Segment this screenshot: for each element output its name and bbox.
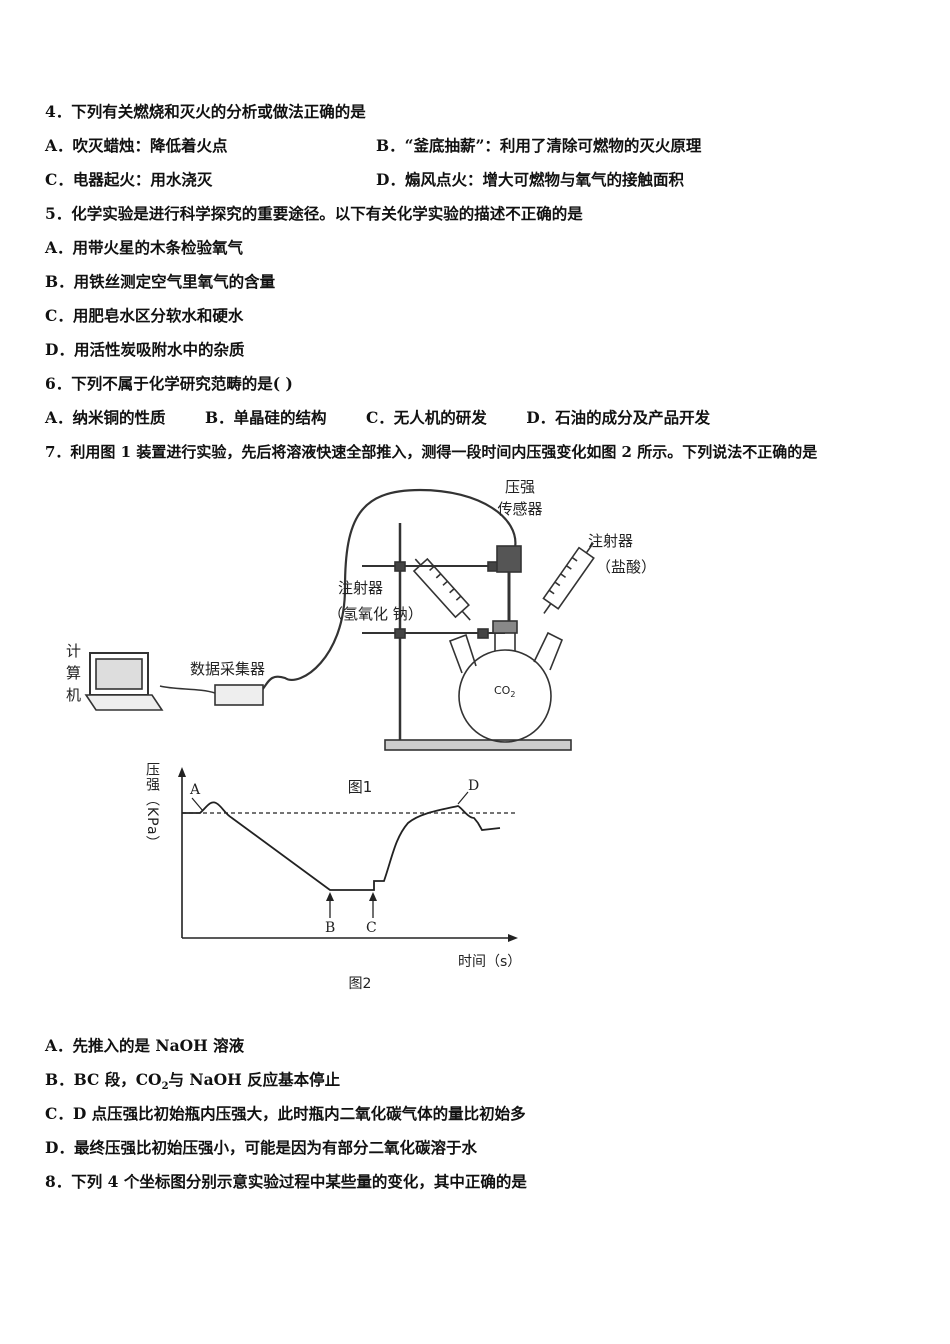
q6-stem: 6．下列不属于化学研究范畴的是( )	[45, 374, 293, 393]
q6-option-b: B．单晶硅的结构	[204, 408, 327, 427]
q4-option-c: C．电器起火：用水浇灭	[45, 170, 213, 189]
q4-option-a: A．吹灭蜡烛：降低着火点	[45, 136, 228, 155]
point-b-label: B	[325, 920, 335, 936]
apparatus-diagram	[84, 488, 595, 751]
q6-option-d: D．石油的成分及产品开发	[526, 408, 711, 427]
q7-option-d: D．最终压强比初始压强小，可能是因为有部分二氧化碳溶于水	[45, 1138, 477, 1157]
q5-stem: 5．化学实验是进行科学探究的重要途径。以下有关化学实验的描述不正确的是	[45, 204, 583, 223]
x-axis-label: 时间（s）	[458, 954, 521, 970]
q5-option-a: A．用带火星的木条检验氧气	[45, 238, 244, 257]
right-syringe-label-2: （盐酸）	[596, 558, 656, 576]
computer-label-2: 算	[66, 664, 81, 682]
point-d-label: D	[468, 778, 479, 794]
flask-gas-label: CO2	[494, 684, 515, 699]
q6-options: A．纳米铜的性质 B．单晶硅的结构 C．无人机的研发 D．石油的成分及产品开发	[45, 408, 744, 428]
computer-label-3: 机	[66, 686, 81, 704]
q7-figure: 压强 传感器 注射器 （盐酸） 注射器 （氢氧化 钠） 计 算 机 数据采集器 …	[0, 478, 950, 1008]
figure-2-caption: 图2	[349, 976, 372, 992]
q7-option-b: B．BC 段，CO2与 NaOH 反应基本停止	[45, 1070, 341, 1093]
figure-1-caption: 图1	[348, 778, 373, 796]
y-axis-label: 压强（KPa）	[144, 762, 160, 851]
q5-option-b: B．用铁丝测定空气里氧气的含量	[45, 272, 276, 291]
sensor-label-2: 传感器	[497, 500, 542, 518]
q7-option-a: A．先推入的是 NaOH 溶液	[45, 1036, 245, 1055]
q6-option-c: C．无人机的研发	[365, 408, 487, 427]
computer-label-1: 计	[66, 642, 81, 660]
q8-stem: 8．下列 4 个坐标图分别示意实验过程中某些量的变化，其中正确的是	[45, 1172, 527, 1191]
q7-option-c: C．D 点压强比初始瓶内压强大，此时瓶内二氧化碳气体的量比初始多	[45, 1104, 526, 1123]
q5-option-d: D．用活性炭吸附水中的杂质	[45, 340, 245, 359]
q4-option-b: B．“釜底抽薪”：利用了清除可燃物的灭火原理	[376, 136, 702, 155]
q4-option-d: D．煽风点火：增大可燃物与氧气的接触面积	[376, 170, 684, 189]
right-syringe-label-1: 注射器	[588, 532, 633, 550]
pressure-curve	[182, 801, 501, 891]
point-c-label: C	[366, 920, 377, 936]
pressure-chart	[178, 767, 518, 942]
q5-option-c: C．用肥皂水区分软水和硬水	[45, 306, 244, 325]
left-syringe-label-1: 注射器	[338, 579, 383, 597]
left-syringe-label-2: （氢氧化 钠）	[328, 605, 423, 623]
sensor-label-1: 压强	[505, 478, 535, 496]
collector-label: 数据采集器	[190, 660, 265, 678]
q7-stem: 7．利用图 1 装置进行实验，先后将溶液快速全部推入，测得一段时间内压强变化如图…	[45, 443, 818, 461]
q6-option-a: A．纳米铜的性质	[45, 408, 166, 427]
q4-stem: 4．下列有关燃烧和灭火的分析或做法正确的是	[45, 102, 366, 121]
point-a-label: A	[189, 782, 201, 798]
